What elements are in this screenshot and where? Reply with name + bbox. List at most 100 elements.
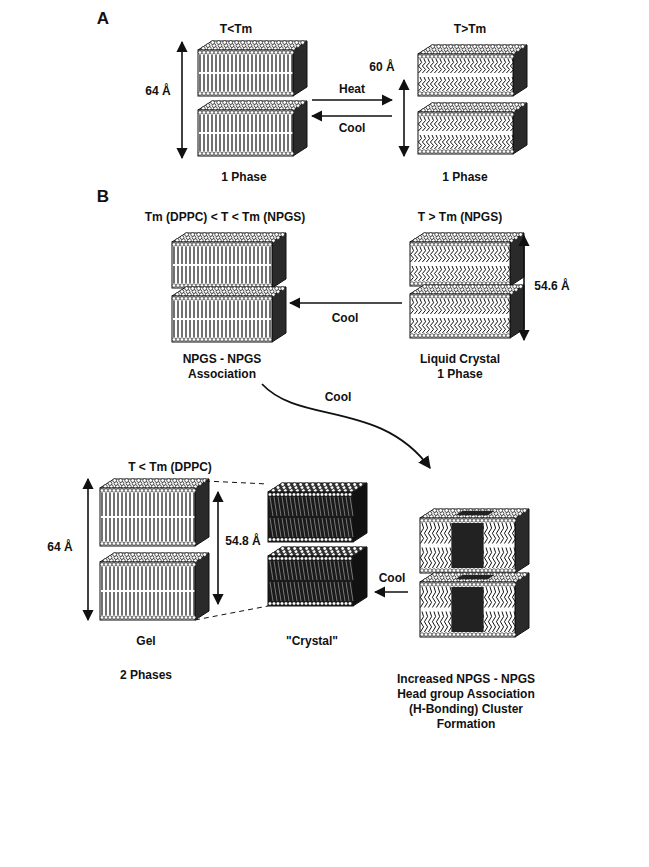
lipid-head [442, 295, 446, 299]
lipid-head [479, 103, 483, 107]
lipid-head [495, 285, 499, 289]
lipid-tail [428, 612, 431, 633]
lipid-head [275, 287, 279, 291]
lipid-tail [410, 247, 413, 262]
lipid-head [251, 287, 255, 291]
lipid-tail [506, 77, 509, 91]
lipid-tail [458, 266, 461, 281]
lipid-head [284, 493, 288, 497]
lipid-tail [235, 134, 236, 151]
lipid-head [450, 55, 454, 59]
lipid-tail [466, 59, 469, 73]
lipid-head [223, 41, 227, 45]
lipid-head [242, 111, 246, 115]
lipid-head [470, 113, 474, 117]
lipid-head [197, 233, 201, 237]
dimension-arrow [403, 80, 405, 156]
lipid-tail [185, 567, 186, 590]
lipid-tail [193, 518, 194, 541]
lipid-head [152, 563, 156, 567]
lipid-tail [302, 582, 305, 601]
lipid-head [446, 243, 450, 247]
lipid-head [128, 489, 132, 493]
lipid-head [418, 295, 422, 299]
lipid-tail [290, 518, 293, 537]
lipid-head [336, 557, 340, 561]
lipid-tail [189, 301, 190, 318]
lipid-head [464, 569, 468, 573]
lipid-head [450, 243, 454, 247]
lipid-tail [261, 301, 262, 318]
lipid-tail [470, 59, 473, 73]
lipid-tail [322, 518, 325, 537]
lipid-tail [434, 247, 437, 262]
lipid-tail [141, 567, 142, 590]
lipid-head [168, 563, 172, 567]
lipid-head [429, 285, 433, 289]
lipid-head [218, 152, 222, 156]
lipid-head [434, 150, 438, 154]
lipid-tail [506, 247, 509, 262]
lipid-tail [418, 318, 421, 333]
lipid-tail [486, 299, 489, 314]
lipid-head [131, 479, 135, 483]
lipid-head [466, 334, 470, 338]
lipid-head [513, 233, 517, 237]
lipid-tail [418, 299, 421, 314]
lipid-tail [478, 135, 481, 149]
lipid-head [144, 489, 148, 493]
lipid-head [486, 150, 490, 154]
lipid-head [434, 243, 438, 247]
lipid-head [172, 297, 176, 301]
lipid-tail [121, 518, 122, 541]
lipid-tail [502, 135, 505, 149]
lipid-tail [482, 318, 485, 333]
lipid-tail [253, 247, 254, 264]
lipid-head [441, 285, 445, 289]
lipid-head [172, 542, 176, 546]
lipid-tail [510, 77, 513, 91]
lipid-tail [270, 582, 273, 601]
lipid-tail [278, 582, 281, 601]
lipid-tail [342, 497, 345, 516]
lipid-tail [267, 134, 268, 151]
lipid-head [460, 569, 464, 573]
lipid-tail [173, 247, 174, 264]
lipid-head [140, 563, 144, 567]
lipid-head [505, 509, 509, 513]
lipid-tail [446, 318, 449, 333]
lipid-head [156, 489, 160, 493]
lipid-head [210, 51, 214, 55]
lipid-tail [197, 247, 198, 264]
lipid-head [192, 338, 196, 342]
lipid-tail [279, 115, 280, 132]
lipid-head [137, 479, 141, 483]
lipid-head [206, 111, 210, 115]
lipid-tail [189, 592, 190, 615]
lipid-tail [278, 518, 281, 537]
bilayer-side [510, 285, 524, 338]
lipid-head [172, 284, 176, 288]
lipid-head [300, 538, 304, 542]
lipid-head [451, 573, 455, 577]
lipid-head [336, 493, 340, 497]
lipid-tail [287, 115, 288, 132]
lipid-tail [275, 74, 276, 91]
lipid-head [515, 103, 519, 107]
lipid-tail [271, 115, 272, 132]
lipid-head [468, 569, 472, 573]
lipid-head [209, 233, 213, 237]
lipid-tail [338, 561, 341, 580]
lipid-tail [482, 247, 485, 262]
lipid-head [432, 583, 436, 587]
lipid-head [112, 563, 116, 567]
lipid-tail [450, 135, 453, 149]
lipid-tail [231, 55, 232, 72]
lipid-head [168, 489, 172, 493]
lipid-head [324, 493, 328, 497]
lipid-head [203, 553, 207, 557]
lipid-head [286, 152, 290, 156]
lipid-head [424, 519, 428, 523]
lipid-tail [434, 266, 437, 281]
lipid-tail [506, 318, 509, 333]
